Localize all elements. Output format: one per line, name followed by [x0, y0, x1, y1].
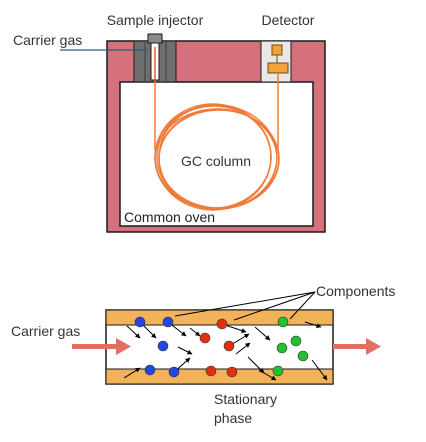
motion-arrow	[235, 342, 251, 355]
components-leader-3	[289, 291, 316, 320]
molecules	[123, 316, 328, 381]
injector-septum	[147, 33, 163, 44]
molecule-red	[199, 332, 211, 344]
stationary-phase-bottom	[105, 368, 334, 385]
carrier-gas-label-top: Carrier gas	[13, 32, 82, 48]
molecule-blue	[157, 340, 169, 352]
motion-arrow	[247, 356, 265, 374]
molecule-red	[216, 318, 228, 330]
molecule-red	[205, 365, 217, 377]
molecule-green	[290, 335, 302, 347]
stationary-phase-label-1: Stationary	[214, 391, 277, 407]
components-label: Components	[316, 283, 395, 299]
motion-arrow	[258, 369, 277, 381]
carrier-gas-label-bottom: Carrier gas	[11, 323, 80, 339]
molecule-green	[297, 350, 309, 362]
motion-arrow	[311, 359, 328, 381]
molecule-red	[226, 366, 238, 378]
sample-injector-label: Sample injector	[107, 12, 204, 28]
separation-diagram: Carrier gas Components Stationary phase	[11, 283, 395, 426]
stationary-phase-label-2: phase	[214, 410, 252, 426]
detector-top	[271, 44, 283, 56]
motion-arrow	[126, 325, 141, 339]
components-leader-2	[174, 291, 316, 317]
sample-injector	[133, 33, 177, 83]
motion-arrow	[177, 346, 193, 355]
column-loop	[158, 104, 272, 210]
molecule-green	[272, 365, 284, 377]
molecule-green	[276, 342, 288, 354]
motion-arrow	[123, 367, 141, 379]
molecule-blue	[168, 366, 180, 378]
flow-arrow-in	[72, 338, 131, 355]
detector-cell	[267, 62, 289, 74]
motion-arrow	[304, 321, 322, 329]
molecule-red	[223, 340, 235, 352]
common-oven-label: Common oven	[124, 209, 215, 225]
molecule-blue	[144, 364, 156, 376]
molecule-blue	[134, 316, 146, 328]
detector-label: Detector	[262, 12, 315, 28]
motion-arrow	[189, 327, 201, 337]
flow-arrow-out	[333, 338, 381, 355]
molecule-blue	[162, 316, 174, 328]
motion-arrow	[254, 326, 271, 341]
gc-instrument: GC column Common oven Sample injector De…	[13, 12, 326, 233]
gc-column-coil	[154, 103, 280, 211]
molecule-green	[277, 316, 289, 328]
components-leader-1	[233, 291, 316, 321]
gc-column-label: GC column	[181, 153, 251, 169]
detector	[260, 40, 292, 83]
